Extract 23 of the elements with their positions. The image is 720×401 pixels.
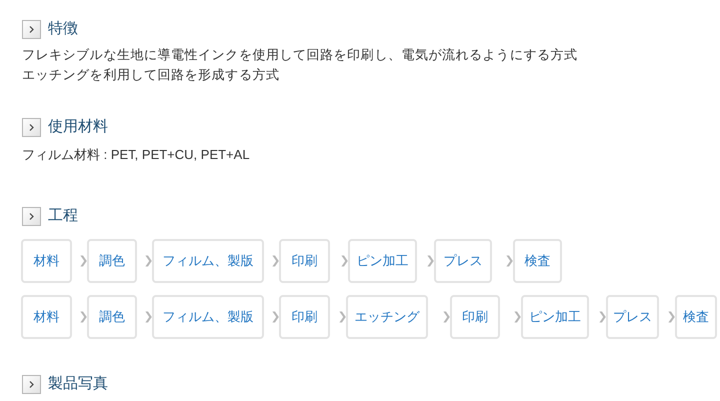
process-box: エッチング bbox=[346, 295, 428, 339]
process-box: プレス bbox=[434, 239, 492, 283]
section-heading: 使用材料 bbox=[48, 117, 108, 137]
process-box: フィルム、製版 bbox=[152, 295, 264, 339]
process-box: ピン加工 bbox=[521, 295, 589, 339]
process-box: 印刷 bbox=[279, 295, 330, 339]
process-box: 調色 bbox=[87, 239, 137, 283]
description-text: フィルム材料 : PET, PET+CU, PET+AL bbox=[22, 146, 250, 164]
process-box: 印刷 bbox=[450, 295, 500, 339]
process-box: 材料 bbox=[21, 295, 72, 339]
process-box: 検査 bbox=[513, 239, 562, 283]
section-heading: 製品写真 bbox=[48, 374, 108, 394]
process-box: 材料 bbox=[21, 239, 72, 283]
description-text: エッチングを利用して回路を形成する方式 bbox=[22, 66, 280, 84]
process-box: ピン加工 bbox=[348, 239, 417, 283]
section-heading: 工程 bbox=[48, 206, 78, 226]
process-box: フィルム、製版 bbox=[152, 239, 264, 283]
process-box: 調色 bbox=[87, 295, 137, 339]
section-heading: 特徴 bbox=[48, 19, 78, 39]
description-text: フレキシブルな生地に導電性インクを使用して回路を印刷し、電気が流れるようにする方式 bbox=[22, 46, 578, 64]
process-box: 検査 bbox=[675, 295, 717, 339]
process-box: 印刷 bbox=[279, 239, 330, 283]
process-box: プレス bbox=[606, 295, 659, 339]
